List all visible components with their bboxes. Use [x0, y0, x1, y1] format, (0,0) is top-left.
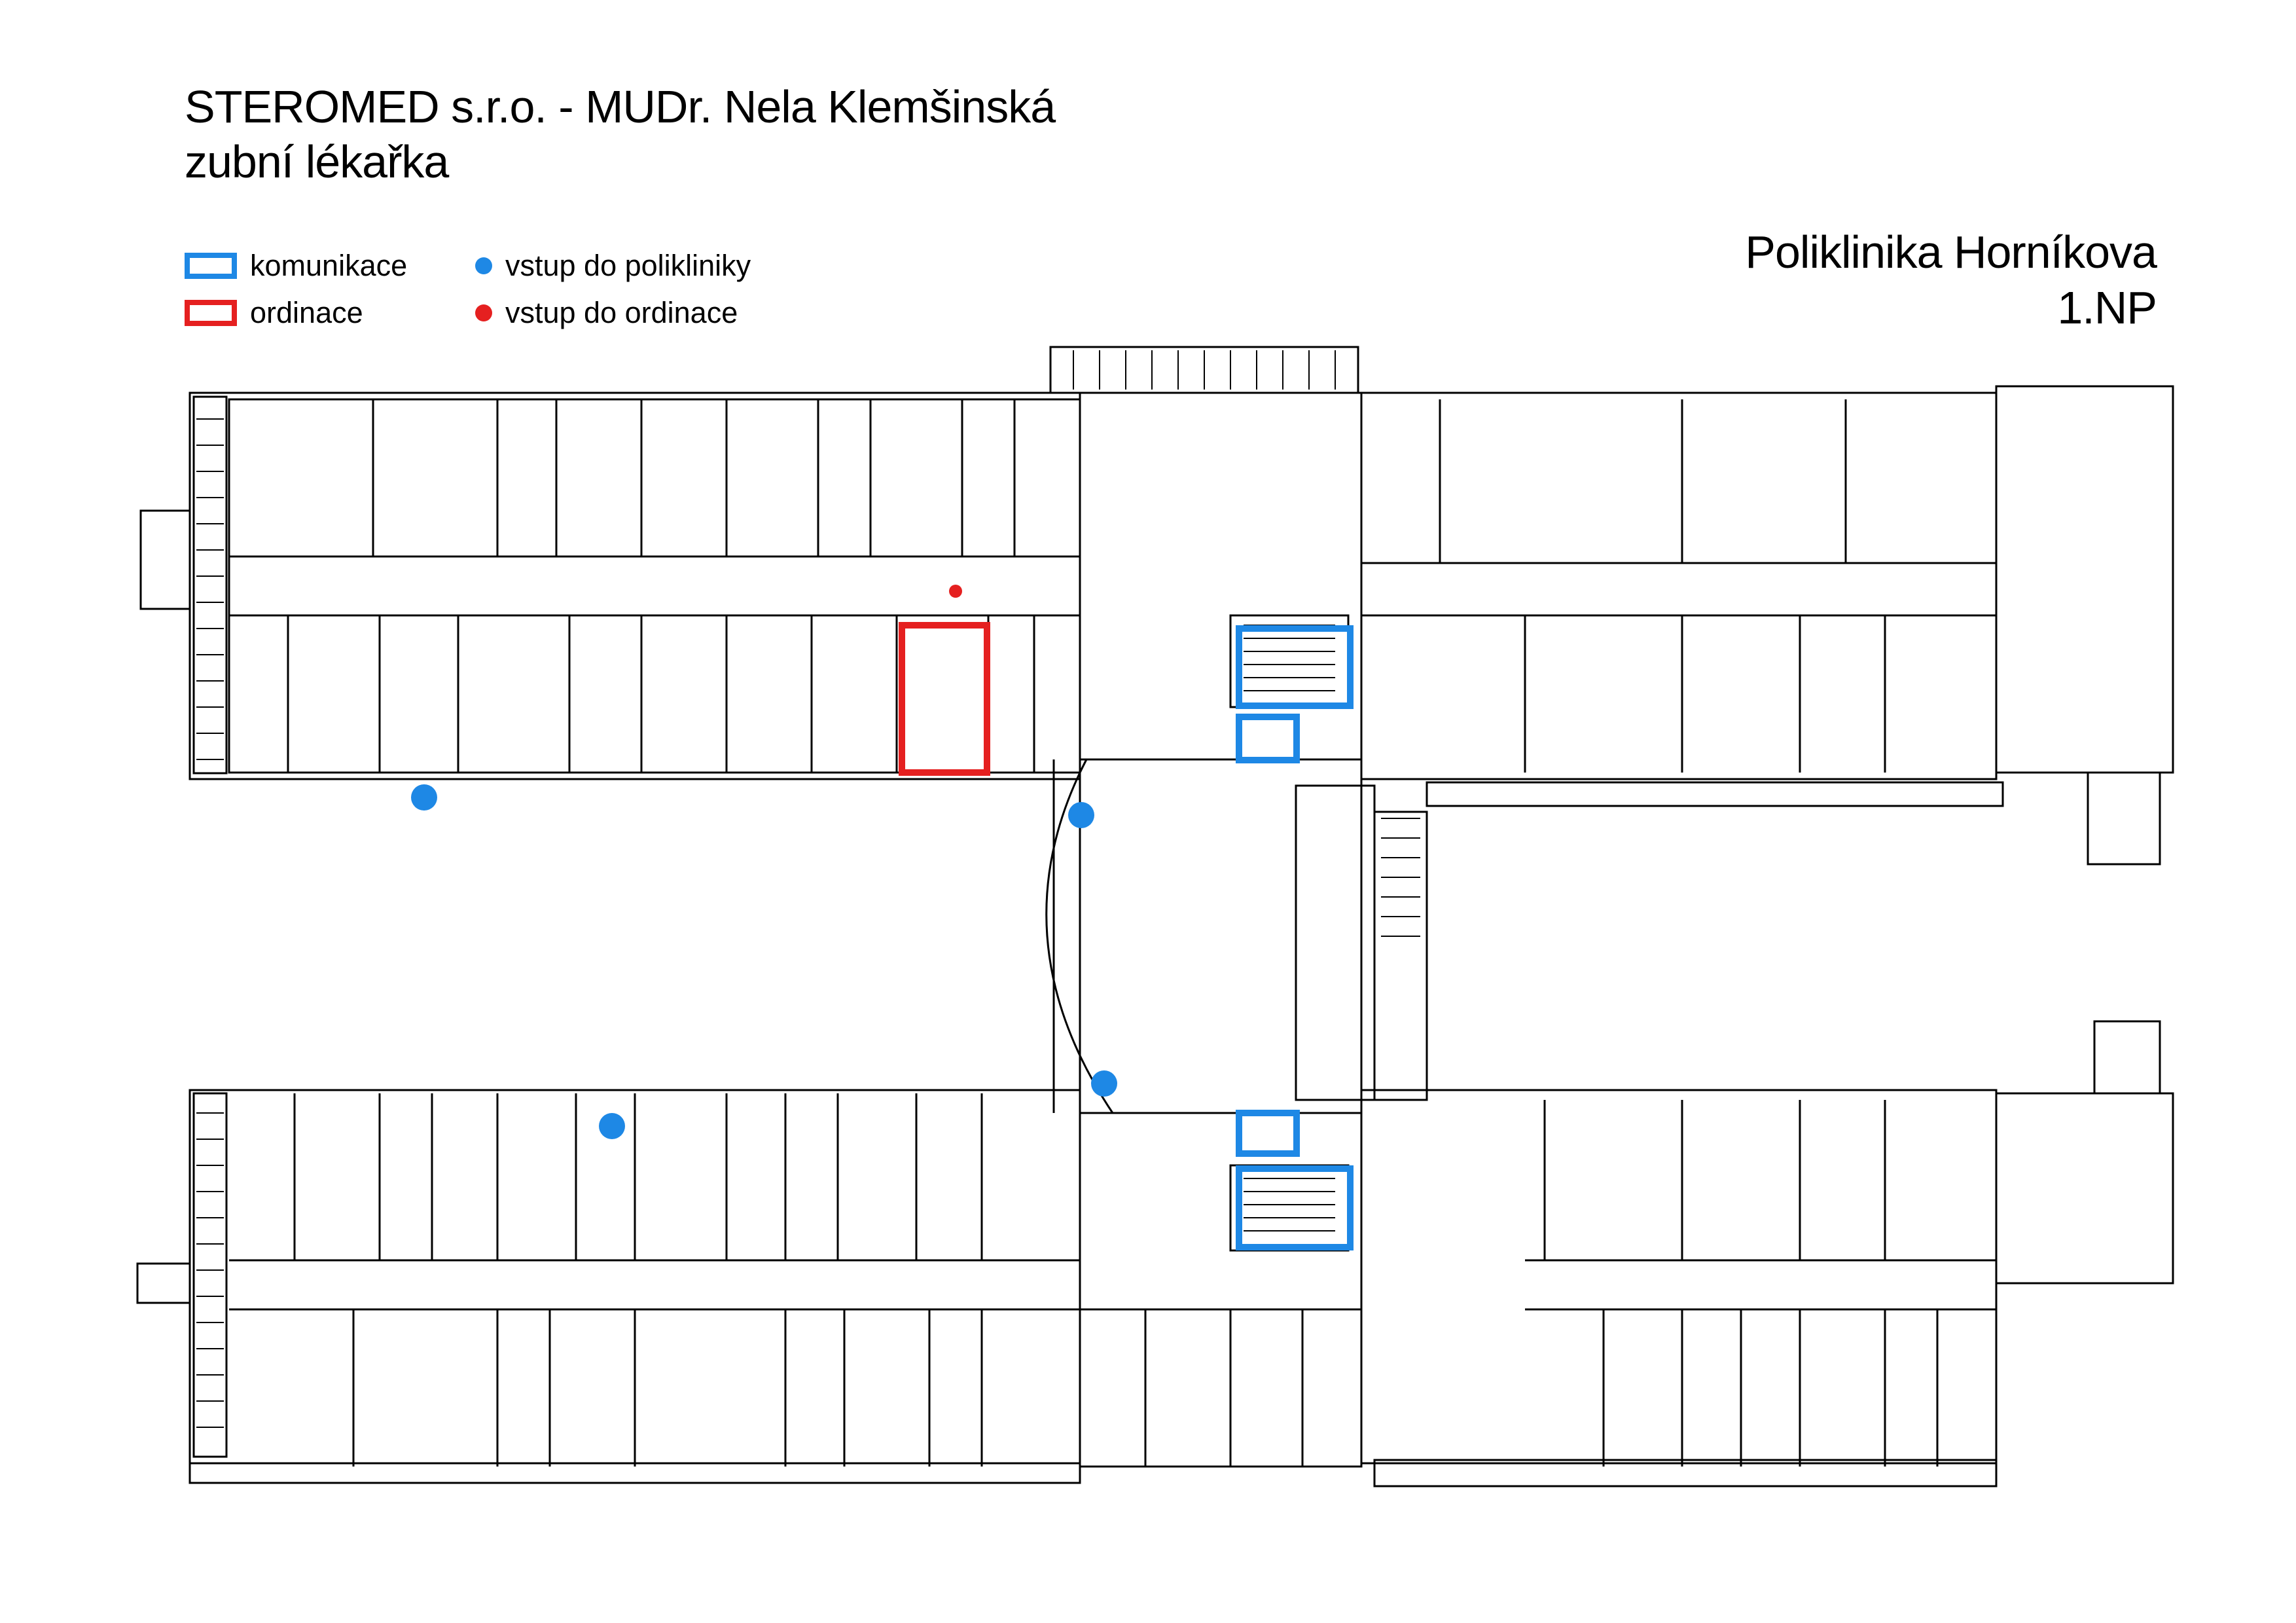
office-ordinace [899, 622, 990, 776]
building-name: Poliklinika Horníkova [1745, 227, 2157, 278]
lower-left-balcony [192, 1092, 228, 1458]
red-dot-icon [475, 304, 492, 321]
communication-stair-upper [1236, 625, 1354, 709]
legend-label-komunikace: komunikace [250, 249, 408, 282]
lower-right-wing [1360, 1089, 1998, 1465]
red-rectangle-icon [185, 300, 237, 326]
communication-stair-lower [1236, 1165, 1354, 1250]
lower-right-annex [1995, 1092, 2174, 1285]
title-line-2: zubní lékařka [185, 136, 449, 187]
blue-dot-icon [475, 257, 492, 274]
curved-entrance-wall [1045, 759, 1114, 1114]
legend-item-ordinace: ordinace [185, 296, 363, 330]
legend-label-vstup-polikliniky: vstup do polikliniky [505, 249, 751, 282]
title-line-1: STEROMED s.r.o. - MUDr. Nela Klemšinská [185, 81, 1056, 132]
floor-label: 1.NP [2057, 282, 2157, 333]
central-core [1079, 392, 1363, 1114]
legend-label-ordinace: ordinace [250, 296, 363, 329]
upper-right-annex [1995, 385, 2174, 774]
clinic-entrance-dot [1068, 802, 1094, 828]
blue-rectangle-icon [185, 253, 237, 279]
communication-lobby-lower [1236, 1110, 1300, 1157]
communication-lobby-upper [1236, 714, 1300, 763]
clinic-entrance-dot [599, 1113, 625, 1139]
upper-right-wing [1360, 392, 1998, 780]
legend-item-vstup-ordinace: vstup do ordinace [475, 296, 738, 330]
upper-left-balcony [192, 395, 228, 775]
clinic-entrance-dot [1091, 1070, 1117, 1097]
clinic-entrance-dot [411, 784, 437, 811]
legend-item-vstup-polikliniky: vstup do polikliniky [475, 249, 751, 283]
legend-label-vstup-ordinace: vstup do ordinace [505, 296, 738, 329]
legend-item-komunikace: komunikace [185, 249, 407, 283]
office-entrance-dot [949, 585, 962, 598]
upper-left-wing [188, 392, 1081, 780]
